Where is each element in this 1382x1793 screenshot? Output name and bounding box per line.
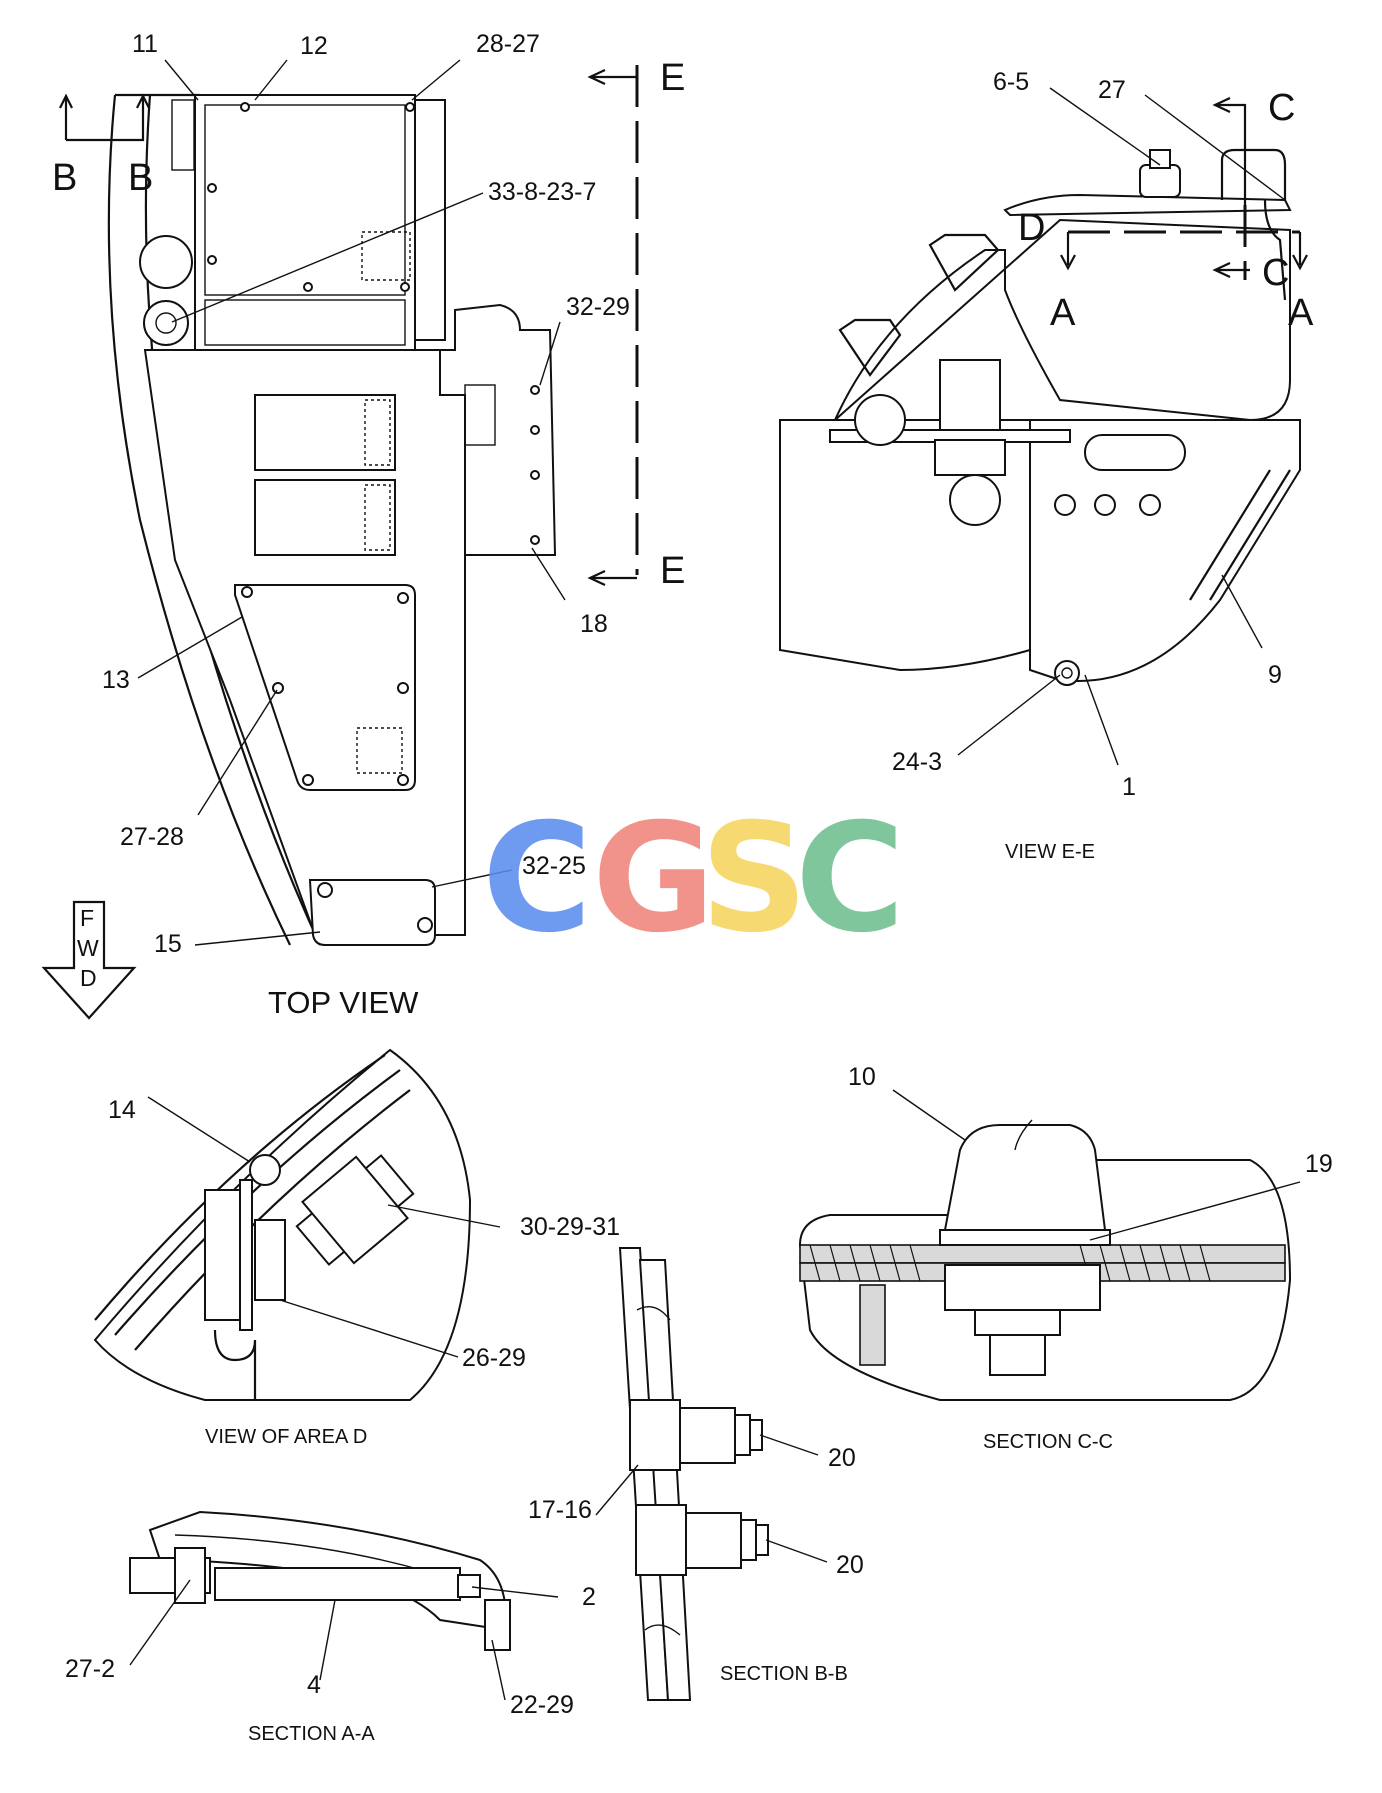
- section-letter-e-bottom: E: [660, 550, 685, 592]
- callout-20-upper: 20: [828, 1444, 856, 1472]
- section-letter-e-top: E: [660, 57, 685, 99]
- section-letter-c-top: C: [1268, 87, 1295, 129]
- callout-2: 2: [582, 1583, 596, 1611]
- section-letter-d: D: [1018, 207, 1045, 249]
- callout-28-27: 28-27: [476, 30, 540, 58]
- section-letter-a-right: A: [1288, 292, 1314, 334]
- vent-grille: [361, 231, 411, 281]
- fwd-label: F W D: [77, 905, 99, 991]
- caption-view-area-d: VIEW OF AREA D: [205, 1426, 367, 1448]
- section-letter-b-left: B: [52, 157, 77, 199]
- forward-arrow-icon: [41, 900, 137, 1020]
- section-cc-callouts: 10 19: [848, 1063, 1333, 1178]
- section-aa-callouts: 2 27-2 4 22-29: [65, 1583, 596, 1719]
- section-letter-b-right: B: [128, 157, 153, 199]
- top-view-drawing: [41, 59, 639, 1020]
- callout-17-16: 17-16: [528, 1496, 592, 1524]
- callout-32-29: 32-29: [566, 293, 630, 321]
- callout-15: 15: [154, 930, 182, 958]
- callout-30-29-31: 30-29-31: [520, 1213, 620, 1241]
- area-d-callouts: 14 30-29-31 26-29: [108, 1096, 620, 1372]
- top-view-callouts: 11 12 28-27 33-8-23-7 32-29 18 13 27-28 …: [102, 30, 630, 958]
- callout-6-5: 6-5: [993, 68, 1029, 96]
- caption-top-view: TOP VIEW: [268, 985, 419, 1020]
- callout-26-29: 26-29: [462, 1344, 526, 1372]
- cgsc-watermark: C G S C: [482, 792, 905, 966]
- section-aa-drawing: [129, 1510, 559, 1701]
- callout-27-2: 27-2: [65, 1655, 115, 1683]
- section-letters: B B E E C C A A D: [52, 57, 1314, 592]
- callout-13: 13: [102, 666, 130, 694]
- callout-14: 14: [108, 1096, 136, 1124]
- view-ee-callouts: 6-5 27 9 24-3 1: [892, 68, 1282, 801]
- callout-33-8-23-7: 33-8-23-7: [488, 178, 596, 206]
- callout-22-29: 22-29: [510, 1691, 574, 1719]
- callout-19: 19: [1305, 1150, 1333, 1178]
- callout-11: 11: [132, 30, 158, 58]
- watermark-letter-4: C: [795, 792, 905, 966]
- callout-18: 18: [580, 610, 608, 638]
- callout-27-28: 27-28: [120, 823, 184, 851]
- callout-4: 4: [307, 1671, 321, 1699]
- hatch-pattern: [809, 1244, 1211, 1282]
- callout-9: 9: [1268, 661, 1282, 689]
- caption-section-bb: SECTION B-B: [720, 1663, 848, 1685]
- view-area-d-drawing: [93, 1048, 501, 1401]
- caption-section-aa: SECTION A-A: [248, 1723, 375, 1745]
- section-letter-a-left: A: [1050, 292, 1076, 334]
- section-bb-drawing: [595, 1247, 828, 1701]
- watermark-letter-2: G: [592, 792, 715, 966]
- caption-section-cc: SECTION C-C: [983, 1431, 1113, 1453]
- fwd-letter-f: F: [80, 905, 94, 931]
- callout-24-3: 24-3: [892, 748, 942, 776]
- callout-1: 1: [1122, 773, 1136, 801]
- caption-view-ee: VIEW E-E: [1005, 841, 1095, 863]
- callout-12: 12: [300, 32, 328, 60]
- watermark-letter-1: C: [482, 792, 592, 966]
- fwd-letter-d: D: [80, 965, 97, 991]
- view-captions: TOP VIEW VIEW E-E VIEW OF AREA D SECTION…: [205, 841, 1113, 1745]
- section-letter-c-bottom: C: [1262, 252, 1289, 294]
- watermark-letter-3: S: [700, 792, 808, 966]
- section-cc-drawing: [798, 1089, 1301, 1401]
- callout-32-25: 32-25: [522, 852, 586, 880]
- callout-27-top: 27: [1098, 76, 1126, 104]
- section-bb-callouts: 20 20 17-16: [528, 1444, 864, 1579]
- view-ee-drawing: [779, 87, 1308, 766]
- callout-20-lower: 20: [836, 1551, 864, 1579]
- fwd-letter-w: W: [77, 935, 99, 961]
- callout-10: 10: [848, 1063, 876, 1091]
